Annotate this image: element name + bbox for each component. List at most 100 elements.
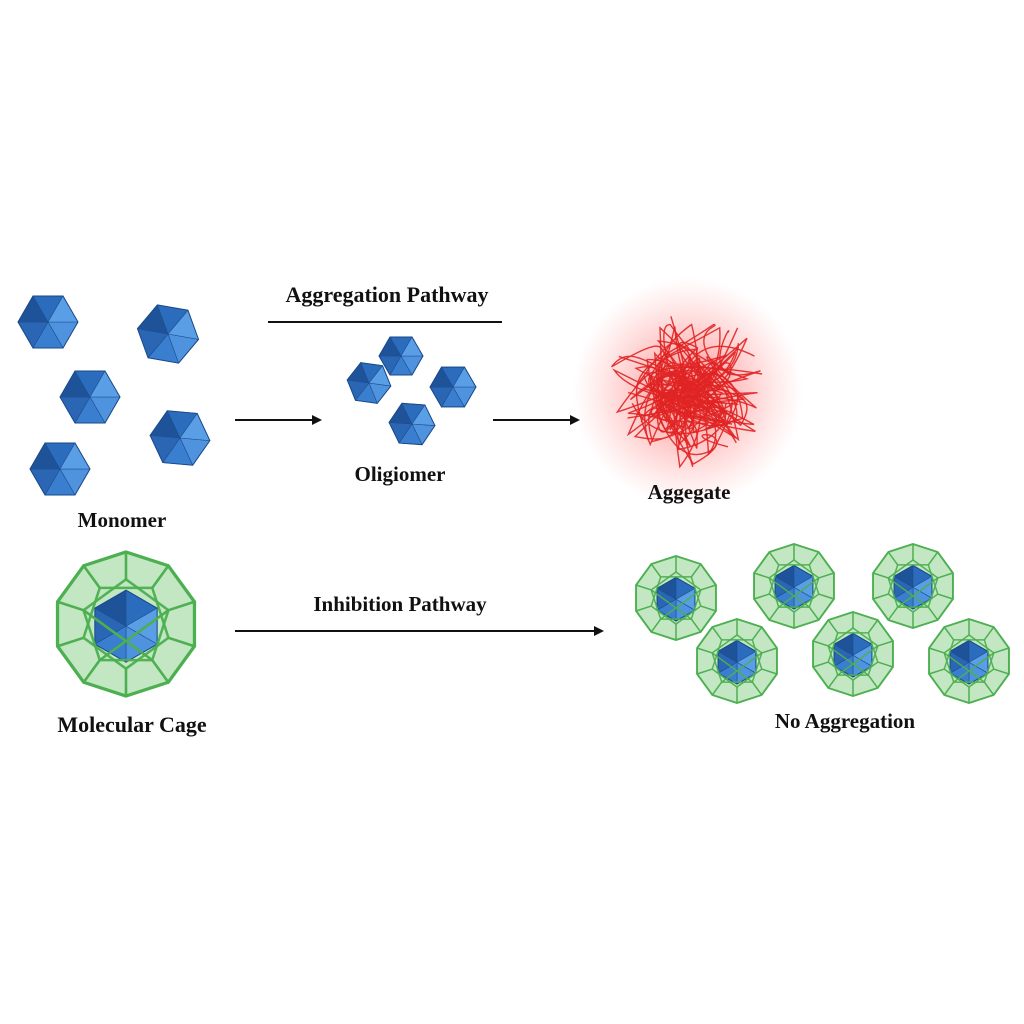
cage-cross	[837, 645, 879, 676]
cage-cross	[82, 609, 153, 662]
cage-edge	[827, 632, 879, 681]
cage-strut	[635, 584, 652, 591]
monomer	[17, 295, 79, 349]
caged-monomer-group	[635, 542, 1010, 705]
monomer-outline	[149, 410, 211, 466]
cage-edge	[943, 634, 995, 683]
cage-strut	[867, 619, 879, 634]
cage-strut	[168, 600, 195, 612]
cage-cross	[99, 609, 170, 662]
cage-cross	[943, 652, 985, 683]
cage-edge	[711, 634, 763, 683]
caged-monomer	[928, 617, 1010, 705]
cage-strut	[57, 636, 84, 648]
oligomer-unit	[346, 362, 392, 404]
oligomer-unit	[429, 366, 477, 408]
oligomer-unit	[388, 402, 436, 446]
cage-strut	[57, 600, 84, 612]
cage-strut	[887, 551, 899, 566]
cage-strut	[827, 619, 839, 634]
cage-cross	[711, 652, 753, 683]
oligomer-label: Oligiomer	[355, 462, 446, 486]
monomer	[136, 304, 200, 364]
cage-strut	[872, 593, 889, 600]
cage-cross	[827, 645, 869, 676]
monomer	[29, 442, 91, 496]
cage-strut	[877, 640, 894, 647]
cage-edge	[650, 571, 702, 620]
cage-strut	[808, 606, 820, 621]
cage-strut	[877, 661, 894, 668]
monomer-outline	[346, 362, 392, 404]
cage-strut	[753, 593, 770, 600]
cage-strut	[928, 668, 945, 675]
cage-cross	[721, 652, 763, 683]
cage-strut	[937, 593, 954, 600]
aggregate-label: Aggegate	[648, 480, 731, 504]
fibril-strand	[615, 326, 727, 451]
no-aggregation-label: No Aggregation	[775, 709, 916, 733]
cage-cross	[778, 577, 820, 608]
monomer-label: Monomer	[78, 508, 167, 532]
cage-strut	[635, 605, 652, 612]
cage-strut	[768, 606, 780, 621]
cage-strut	[927, 551, 939, 566]
cage-strut	[151, 659, 170, 684]
cage-strut	[768, 551, 780, 566]
monomer-outline	[378, 336, 424, 376]
cage-strut	[872, 572, 889, 579]
cage-strut	[751, 626, 763, 641]
cage-cross	[650, 589, 692, 620]
caged-monomer-core	[893, 564, 933, 610]
molecular-cage	[55, 550, 197, 698]
cage-strut	[812, 640, 829, 647]
cage-cross	[887, 577, 929, 608]
cage-strut	[812, 661, 829, 668]
cage-strut	[867, 674, 879, 689]
cage-strut	[827, 674, 839, 689]
cage-cross	[768, 577, 810, 608]
cage-edge	[650, 576, 702, 625]
cage-strut	[983, 681, 995, 696]
cage-edge	[711, 639, 763, 688]
cage-strut	[937, 572, 954, 579]
polyhedral-cage-icon	[55, 550, 197, 698]
cage-cross	[897, 577, 939, 608]
caged-monomer	[753, 542, 835, 630]
monomer	[59, 370, 121, 424]
cage-edge	[827, 627, 879, 676]
cage-strut	[696, 668, 713, 675]
monomer-outline	[29, 442, 91, 496]
cage-strut	[650, 618, 662, 633]
cage-strut	[761, 647, 778, 654]
oligomer-group	[346, 336, 477, 446]
cage-strut	[887, 606, 899, 621]
fibril-strand	[635, 323, 757, 447]
cage-strut	[993, 647, 1010, 654]
cage-strut	[927, 606, 939, 621]
fibril-strand	[618, 326, 729, 435]
cage-edge	[887, 564, 939, 613]
cage-strut	[818, 572, 835, 579]
cage-cross	[953, 652, 995, 683]
cage-edge	[82, 577, 170, 662]
monomer-outline	[388, 402, 436, 446]
cage-strut	[82, 564, 101, 589]
monomer-outline	[94, 589, 158, 663]
cage-strut	[151, 564, 170, 589]
aggregation-pathway-title: Aggregation Pathway	[285, 282, 488, 307]
caged-monomer-core	[656, 576, 696, 622]
molecular-cage-label: Molecular Cage	[57, 712, 207, 737]
cage-strut	[753, 572, 770, 579]
cage-strut	[983, 626, 995, 641]
cage-strut	[168, 636, 195, 648]
monomer-group	[17, 295, 211, 496]
cage-strut	[711, 626, 723, 641]
cage-edge	[887, 559, 939, 608]
caged-monomer	[812, 610, 894, 698]
cage-edge	[943, 639, 995, 688]
oligomer-unit	[378, 336, 424, 376]
cage-strut	[690, 618, 702, 633]
cage-strut	[943, 626, 955, 641]
cage-strut	[943, 681, 955, 696]
